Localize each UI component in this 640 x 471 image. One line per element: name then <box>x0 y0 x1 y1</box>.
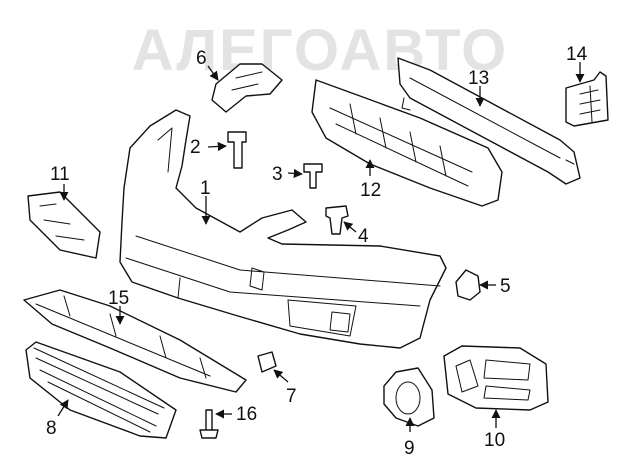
leader-7 <box>273 369 289 383</box>
callout-10: 10 <box>484 430 505 451</box>
callout-14: 14 <box>566 44 588 65</box>
part-5-retainer <box>455 269 481 301</box>
callout-8: 8 <box>46 418 57 439</box>
callout-3: 3 <box>272 164 283 185</box>
part-13-bumper-reinforcement <box>397 57 581 185</box>
watermark-logo: АЛЕГОАВТО <box>132 18 508 83</box>
callout-6: 6 <box>196 48 207 69</box>
part-10-fog-housing <box>443 345 549 411</box>
part-7-cap <box>257 351 277 373</box>
leader-6 <box>207 65 219 81</box>
callout-12: 12 <box>360 180 381 201</box>
part-14-side-bracket <box>565 71 609 127</box>
callout-1: 1 <box>200 178 211 199</box>
part-15-lower-support <box>23 289 247 393</box>
leader-8 <box>57 399 69 417</box>
part-8-lower-grille <box>25 341 177 439</box>
leader-3 <box>287 168 303 178</box>
callout-11: 11 <box>50 164 70 185</box>
callout-4: 4 <box>358 226 369 247</box>
callout-7: 7 <box>286 386 297 407</box>
callout-9: 9 <box>404 438 415 459</box>
part-12-bumper-absorber <box>311 79 503 207</box>
callout-15: 15 <box>108 288 129 309</box>
part-6-bracket <box>211 63 283 113</box>
leader-2 <box>207 141 227 151</box>
part-1-bumper-cover <box>119 109 447 349</box>
callout-2: 2 <box>190 137 201 158</box>
callout-16: 16 <box>236 404 257 425</box>
callout-13: 13 <box>468 68 489 89</box>
part-16-screw <box>199 409 219 439</box>
part-11-license-bracket <box>27 191 101 259</box>
callout-5: 5 <box>500 276 511 297</box>
part-4-clip <box>325 205 349 235</box>
leader-4 <box>343 221 357 233</box>
part-3-clip <box>303 163 323 189</box>
part-2-clip <box>227 131 247 169</box>
part-9-fog-ring <box>383 367 435 427</box>
